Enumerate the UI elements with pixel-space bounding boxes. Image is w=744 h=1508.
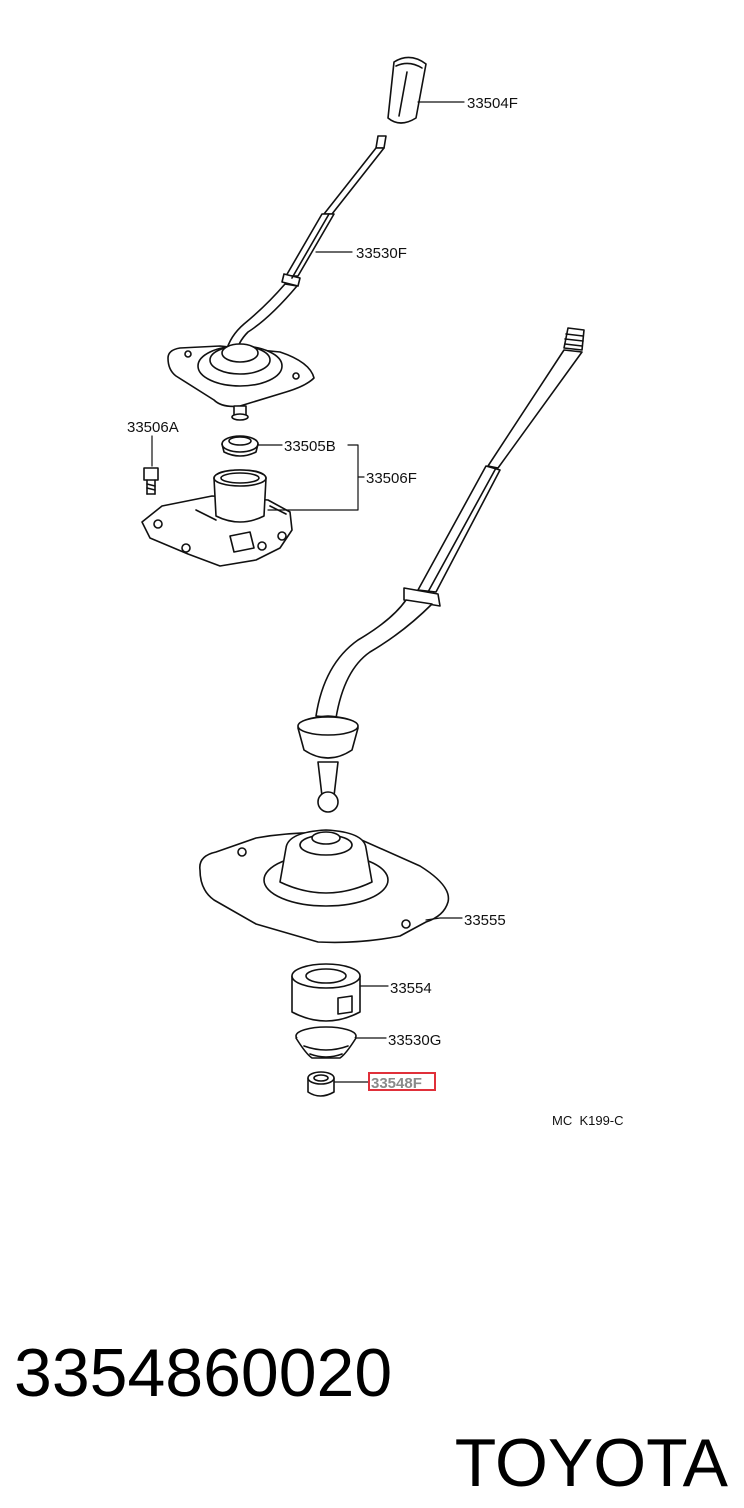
brand-name: TOYOTA xyxy=(454,1425,728,1501)
retainer-plate-part xyxy=(199,829,450,944)
label-upper-lever: 33530F xyxy=(356,245,407,262)
label-seat: 33554 xyxy=(390,980,432,997)
label-bolt: 33506A xyxy=(127,419,179,436)
ball-socket-part xyxy=(297,715,359,813)
upper-shift-lever-part xyxy=(225,135,387,355)
boot-part xyxy=(295,1026,357,1059)
label-bushing: 33505B xyxy=(284,438,336,455)
upper-mounting-plate-part xyxy=(167,343,315,421)
label-highlighted-part[interactable]: 33548F xyxy=(371,1075,422,1092)
label-knob: 33504F xyxy=(467,95,518,112)
bolt-part xyxy=(143,467,159,495)
diagram-code: MC K199-C xyxy=(552,1113,624,1128)
label-housing-assy: 33506F xyxy=(366,470,417,487)
small-bushing-part xyxy=(307,1071,335,1097)
label-retainer: 33555 xyxy=(464,912,506,929)
part-number: 3354860020 xyxy=(14,1335,393,1411)
bushing-part xyxy=(221,435,259,457)
lower-shift-lever-part xyxy=(315,327,585,719)
caption-bar: 3354860020 TOYOTA xyxy=(0,1238,744,1501)
seat-part xyxy=(291,963,361,1022)
highlight-box xyxy=(368,1072,436,1091)
parts-diagram: 33504F 33530F 33506A 33505B 33506F 33555… xyxy=(127,56,624,1128)
lever-housing-part xyxy=(141,469,293,567)
shift-knob-part xyxy=(387,56,427,124)
label-boot: 33530G xyxy=(388,1032,441,1049)
leader-lines xyxy=(151,101,465,1083)
